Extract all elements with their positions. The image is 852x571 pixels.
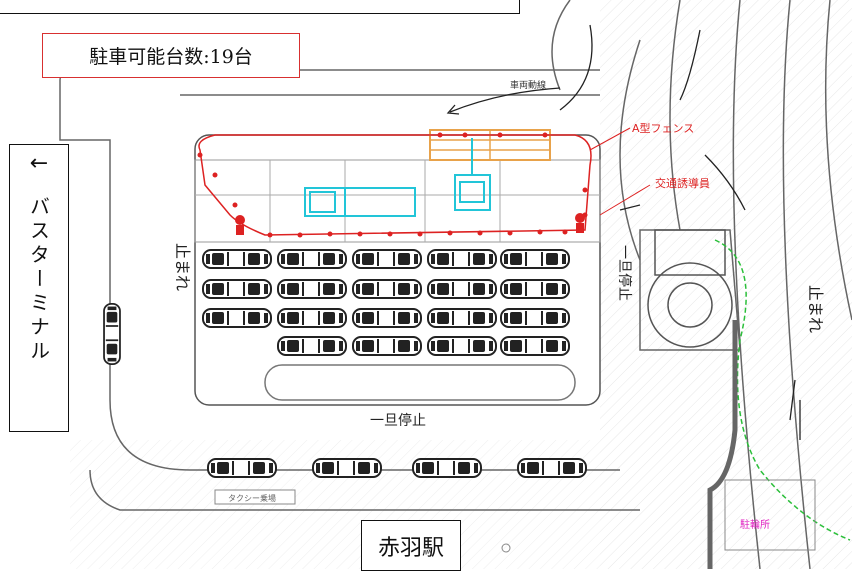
side-car <box>102 303 122 365</box>
road-marking-bottom: 一旦停止 <box>370 412 426 429</box>
guard-label: 交通誘導員 <box>655 176 710 190</box>
station-label: 赤羽駅 <box>377 535 444 561</box>
arrow-left-icon: ← <box>29 151 49 176</box>
green-route <box>714 239 851 541</box>
police-box-label: 駐輪所 <box>740 518 770 531</box>
road-outlines <box>59 0 852 569</box>
capacity-text: 駐車可能台数:19台 <box>89 46 253 68</box>
fence-posts <box>197 132 588 238</box>
bus-terminal-label: バスターミナル <box>26 196 51 364</box>
road-marking-right: 一旦停止 <box>616 245 633 301</box>
top-callout-box <box>0 0 520 14</box>
route-label: 車両動線 <box>510 79 546 91</box>
work-zone <box>194 159 601 243</box>
roundabout <box>647 229 733 348</box>
walkway <box>707 320 738 569</box>
crane-truck <box>304 187 416 217</box>
station-sign: 赤羽駅 <box>361 520 461 571</box>
stop-marking-right: 止まれ <box>806 285 825 333</box>
traffic-guards <box>235 213 585 235</box>
traffic-arrows <box>446 24 801 440</box>
taxi-pool-label: タクシー乗場 <box>228 493 276 503</box>
excavator <box>454 138 491 211</box>
parked-cars <box>202 249 570 356</box>
stop-marking-left: 止まれ <box>173 243 192 291</box>
fence-label: A型フェンス <box>632 121 694 135</box>
island <box>264 364 576 401</box>
bus-terminal-sign: ← バスターミナル <box>9 144 69 432</box>
capacity-label: 駐車可能台数:19台 <box>42 33 300 78</box>
